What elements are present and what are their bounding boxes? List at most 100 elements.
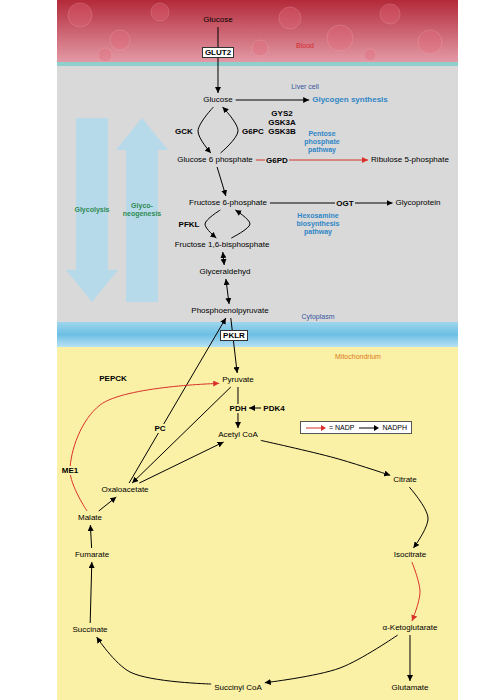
region-label: Liver cell [291,82,319,91]
metabolite-name: Fumarate [75,550,109,560]
metabolite: Glycogen synthesis [311,95,389,105]
enzyme-label: PEPCK [98,374,128,383]
reaction-arrow [226,279,229,304]
legend-box: = NADP NADPH [300,421,412,434]
metabolite-name: Ribulose 5-phosphate [371,155,449,165]
enzyme-label: GCK [174,127,194,136]
reaction-arrow [409,487,428,548]
enzyme-label: PKLR [220,330,248,341]
metabolite-name: Phosphoenolpyruvate [191,306,268,316]
reaction-arrow [99,497,117,511]
enzyme-label: GYS2 GSK3A GSK3B [267,109,297,136]
reaction-arrow [132,387,231,483]
reaction-arrow [221,107,238,153]
pathway-label: Pentose phosphate pathway [304,130,339,154]
reaction-arrow [409,635,410,681]
legend-arrowhead [374,425,379,431]
blood-band [57,0,458,62]
metabolite: Isocitrate [393,550,427,560]
mitochondrion-region: MitochondriumPyruvateAcetyl CoA Oxaloacet… [57,347,458,700]
metabolite-name: Glycogen synthesis [312,95,388,105]
blood-cell [279,7,301,29]
legend-text: = NADP [329,423,354,432]
enzyme-label: PDK4 [263,404,284,413]
blood-cell [110,30,130,50]
metabolite-name: Malate [78,513,102,523]
metabolite-name: α-Ketoglutarate [383,623,438,633]
enzyme-label: PC [153,424,166,433]
metabolite-name: Fructose 1,6-bisphosphate [175,240,270,250]
legend-text: NADPH [382,423,407,432]
metabolite-name: Glyceraldehyd [199,267,250,277]
inhibition-arrow [249,408,261,409]
reaction-arrow [205,210,220,238]
metabolite: Pyruvate [221,375,255,385]
reaction-arrow [265,635,398,683]
cytoplasm-ground [57,66,458,322]
metabolite: Citrate [392,475,418,485]
metabolite: Acetyl CoA [217,430,259,440]
blood-cell [252,40,268,56]
legend-arrowhead [321,425,326,431]
enzyme-label: OGT [335,199,354,208]
metabolite: Glucose [202,15,233,25]
reaction-arrow [129,318,226,483]
metabolite-name: Isocitrate [394,550,426,560]
blood-band: BloodGlucose [57,0,458,62]
enzyme-label: GLUT2 [202,47,234,58]
metabolite: Ribulose 5-phosphate [370,155,450,165]
cell-region: Liver cellCytoplasmGlucoseGlycogen synth… [57,66,458,322]
reaction-arrow [236,100,310,101]
metabolite-name: Glutamate [392,683,429,693]
metabolite: Glyceraldehyd [198,267,251,277]
metabolite-name: Fructose 6-phosphate [189,198,267,208]
legend-line [306,427,322,428]
reaction-arrow [231,318,237,373]
metabolite-name: Oxaloacetate [101,485,148,495]
enzyme-label: G6PD [265,156,289,165]
mitochondrion-ground [57,347,458,700]
metabolite: Glycoprotein [395,198,442,208]
blood-cell [364,49,376,61]
metabolite: Fumarate [74,550,110,560]
enzyme-label: ME1 [61,466,79,475]
blood-cells [68,3,442,62]
metabolite: Fructose 1,6-bisphosphate [174,240,271,250]
metabolite-name: Glucose 6 phosphate [177,155,253,165]
metabolite-name: Succinyl CoA [214,683,262,693]
reaction-arrow [217,167,226,196]
pathway-label: Glyco- neogenesis [123,202,162,218]
legend-item: = NADP [305,423,354,432]
reaction-arrow [412,562,420,621]
reaction-arrow [270,203,393,204]
legend-item: NADPH [358,423,407,432]
blood-cell [327,25,353,51]
blood-cell [68,3,92,27]
enzyme-label: PFKL [178,220,201,229]
blood-cell [418,30,442,54]
reaction-arrow [223,252,224,265]
pathway-label: Glycolysis [74,206,109,214]
reaction-arrow [70,383,219,511]
metabolite: Oxaloacetate [100,485,149,495]
region-label: Mitochondrium [335,352,381,361]
metabolite: Glutamate [391,683,430,693]
metabolite: Phosphoenolpyruvate [190,306,269,316]
reaction-arrow [217,27,218,93]
metabolite: Succinyl CoA [213,683,263,693]
gluconeogenesis-arrow [116,118,168,302]
pathway-label: Hexosamine biosynthesis pathway [297,212,340,236]
metabolite: Fructose 6-phosphate [188,198,268,208]
metabolite: Malate [77,513,103,523]
metabolite-name: Glycoprotein [396,198,441,208]
legend-sample [305,424,327,432]
reaction-arrow [261,440,390,475]
blood-cell [151,3,169,21]
legend-sample [358,424,380,432]
reaction-arrow [231,210,250,238]
glycolysis-arrow [66,118,118,302]
reaction-arrow [139,442,223,483]
